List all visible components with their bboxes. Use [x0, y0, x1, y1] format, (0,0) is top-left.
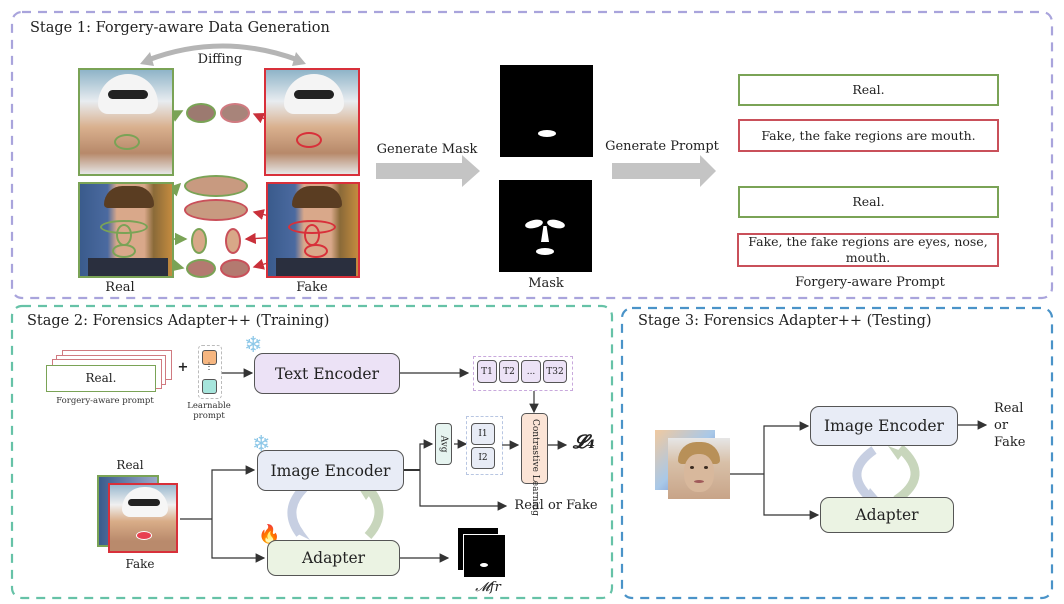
stage2-border: [10, 304, 614, 600]
avg-block: Avg: [435, 423, 452, 465]
fake-eyes-crop: [184, 199, 248, 221]
plus-sign: +: [177, 360, 189, 375]
stage3-border: [620, 306, 1054, 600]
forgery-aware-prompt-caption-2: Forgery-aware prompt: [56, 396, 154, 406]
generate-prompt-label: Generate Prompt: [605, 139, 719, 154]
generate-mask-arrow: [376, 155, 480, 187]
mouth-highlight: [112, 244, 136, 258]
output-line-real: Real: [994, 401, 1024, 416]
contrastive-learning-block: Contrastive Learning: [521, 413, 548, 516]
real-eyes-crop: [184, 175, 248, 197]
contrastive-learning-label: Contrastive Learning: [529, 418, 540, 516]
learnable-token-teal: [202, 379, 217, 394]
image-encoder-block: Image Encoder: [257, 450, 404, 491]
learnable-caption-line1: Learnable: [187, 401, 231, 411]
image-token-i1: I1: [471, 423, 495, 445]
forgery-aware-prompt-caption: Forgery-aware Prompt: [795, 275, 945, 290]
fake-label: Fake: [296, 280, 328, 295]
real-mouth-crop: [186, 103, 216, 123]
fake-face-image-1: [264, 68, 360, 176]
mask-label: Mask: [528, 276, 564, 291]
prompt-fake-mouth: Fake, the fake regions are mouth.: [738, 119, 999, 152]
test-output-label: Real or Fake: [994, 400, 1025, 451]
real-or-fake-output: Real or Fake: [514, 498, 598, 513]
real-face-image-1: [78, 68, 174, 176]
stage2-title: Stage 2: Forensics Adapter++ (Training): [27, 313, 330, 329]
fake-nose-crop: [225, 228, 241, 254]
learnable-dots: ⋮: [204, 362, 214, 372]
stage1-border: [10, 10, 1054, 300]
prompt-real-1: Real.: [738, 74, 999, 106]
input-real-label: Real: [116, 458, 144, 472]
prompt-card-real: Real.: [46, 365, 156, 392]
input-fake-image: [108, 483, 178, 553]
learnable-caption-line2: prompt: [193, 411, 225, 421]
text-token-t32: T32: [543, 360, 567, 383]
learnable-prompt-caption: Learnable prompt: [186, 401, 232, 421]
real-face-image-2: [78, 182, 174, 278]
mask-eyes-nose-mouth: [499, 180, 592, 272]
test-face-image: [668, 438, 730, 499]
diffing-arrow: [147, 43, 299, 63]
text-token-group: [473, 356, 573, 391]
fake-mouth-crop: [220, 103, 250, 123]
image-encoder-block-test: Image Encoder: [810, 406, 958, 446]
nose-highlight: [304, 224, 320, 246]
generate-prompt-arrow: [612, 155, 716, 187]
stage1-title: Stage 1: Forgery-aware Data Generation: [30, 20, 330, 36]
real-label: Real: [105, 280, 135, 295]
output-mask-front: [463, 534, 505, 577]
diffing-label: Diffing: [197, 52, 243, 67]
loss-label: 𝓛₄: [572, 431, 596, 453]
text-encoder-block: Text Encoder: [254, 353, 400, 394]
output-line-fake: Fake: [994, 435, 1026, 450]
image-token-group: [466, 416, 503, 475]
image-token-i2: I2: [471, 447, 495, 469]
mask-mouth: [500, 65, 593, 157]
mouth-highlight: [114, 134, 140, 150]
input-fake-label: Fake: [125, 557, 155, 571]
fire-icon: 🔥: [258, 524, 281, 545]
prompt-real-2: Real.: [738, 186, 999, 218]
nose-highlight: [116, 224, 132, 246]
stage3-title: Stage 3: Forensics Adapter++ (Testing): [638, 313, 932, 329]
snowflake-icon: ❄: [244, 333, 263, 358]
real-mouth-crop-2: [186, 259, 216, 278]
fake-face-image-2: [266, 182, 360, 278]
text-token-t2: T2: [499, 360, 519, 383]
adapter-block-test: Adapter: [820, 497, 954, 533]
adapter-block: Adapter: [267, 540, 400, 576]
avg-label: Avg: [438, 435, 449, 453]
output-line-or: or: [994, 418, 1009, 433]
generate-mask-label: Generate Mask: [376, 142, 478, 157]
fake-mouth-crop-2: [220, 259, 250, 278]
learnable-token-orange: [202, 350, 217, 365]
prompt-fake-eyes-nose-mouth: Fake, the fake regions are eyes, nose, m…: [737, 233, 999, 267]
mask-output-label: 𝓜fr: [475, 580, 501, 595]
mouth-highlight: [304, 244, 328, 258]
text-token-ellipsis: ...: [521, 360, 541, 383]
text-token-t1: T1: [477, 360, 497, 383]
mouth-highlight: [296, 132, 322, 148]
real-nose-crop: [191, 228, 207, 254]
learnable-prompt-group: [198, 345, 222, 399]
